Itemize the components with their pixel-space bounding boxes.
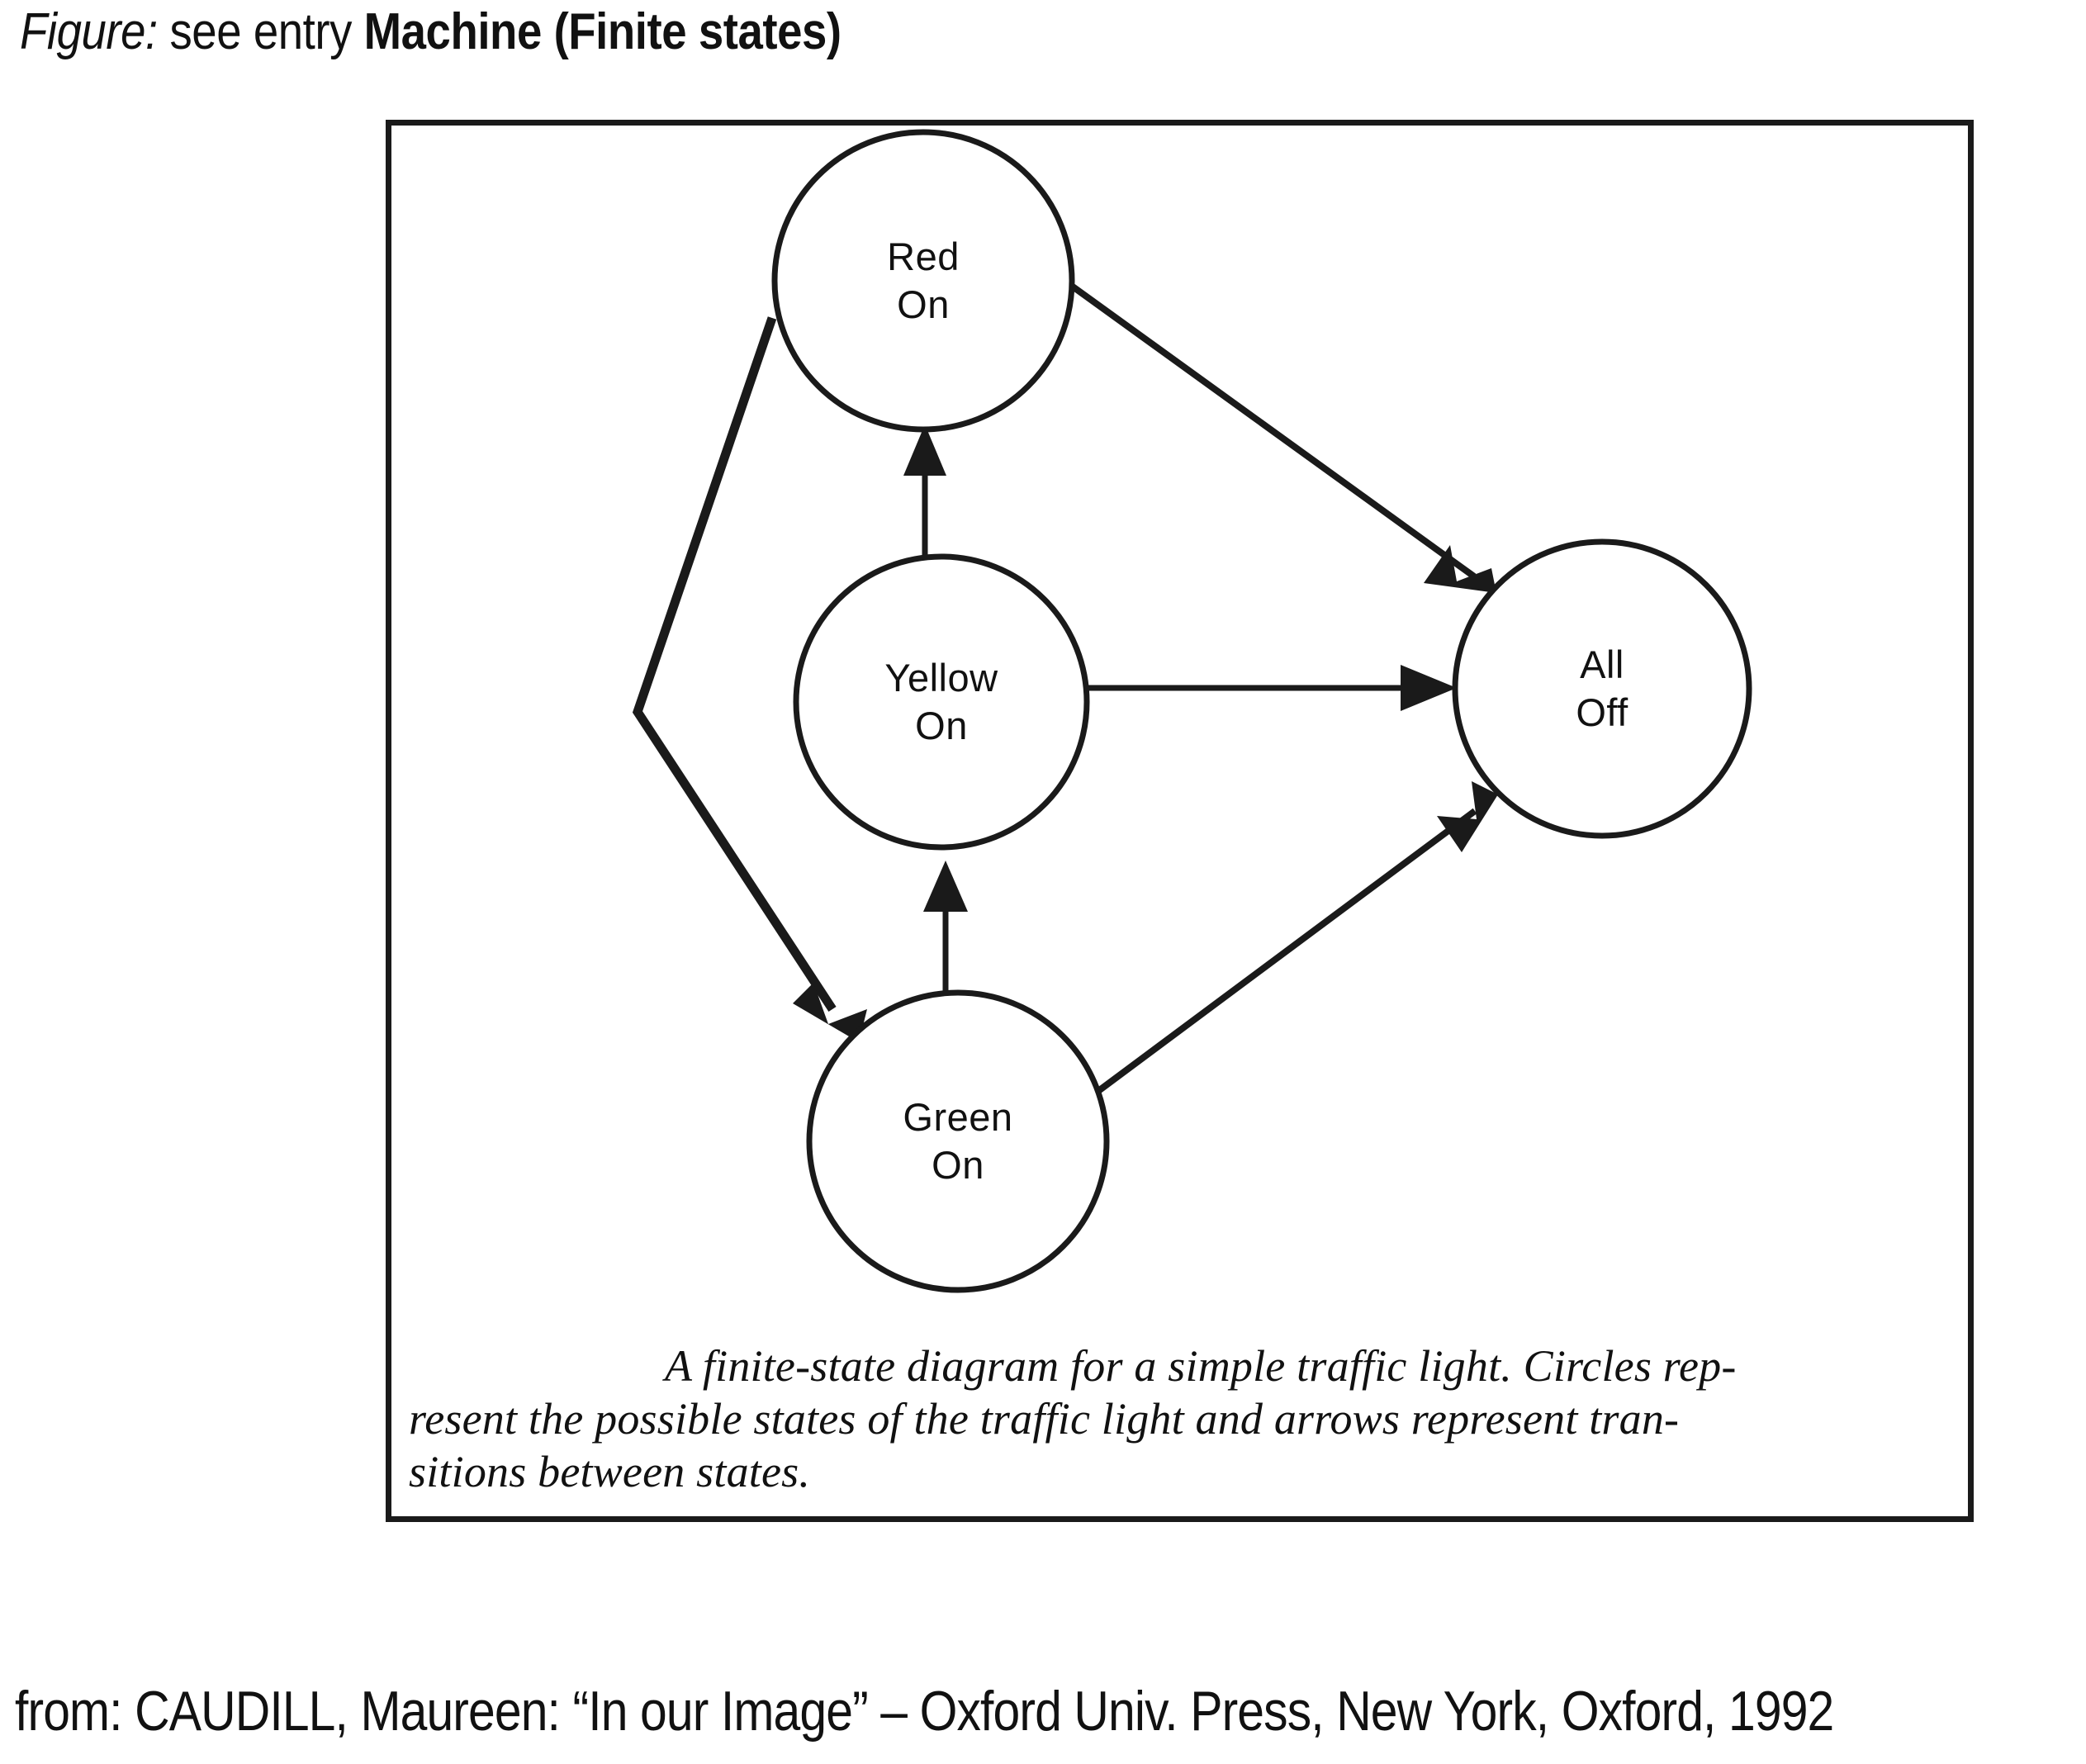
page-title-entry-name: Machine (Finite states) [363,3,842,60]
state-label-alloff: All Off [1576,641,1628,737]
figure-border [386,120,1974,1522]
figure-caption-line-3: sitions between states. [409,1447,811,1496]
state-label-red-line1: Red [887,235,960,278]
state-label-alloff-line1: All [1580,643,1624,686]
figure-caption-line-1: A finite-state diagram for a simple traf… [665,1341,1737,1391]
state-label-yellow: Yellow On [884,654,998,750]
state-label-alloff-line2: Off [1576,690,1629,734]
figure-caption: A finite-state diagram for a simple traf… [409,1340,1961,1498]
figure-caption-line-2: resent the possible states of the traffi… [409,1394,1680,1444]
page-title-see-entry: see entry [157,3,364,60]
state-label-red: Red On [887,233,960,329]
state-label-green-line1: Green [903,1095,1013,1139]
page-title: Figure: see entry Machine (Finite states… [20,2,1764,63]
state-label-yellow-line2: On [915,704,968,747]
source-citation: from: CAUDILL, Maureen: “In our Image” –… [15,1680,1834,1743]
state-label-yellow-line1: Yellow [884,656,998,699]
page-title-figure-label: Figure: [20,3,158,60]
state-label-red-line2: On [897,282,950,326]
state-label-green: Green On [903,1093,1012,1189]
state-label-green-line2: On [932,1143,984,1187]
